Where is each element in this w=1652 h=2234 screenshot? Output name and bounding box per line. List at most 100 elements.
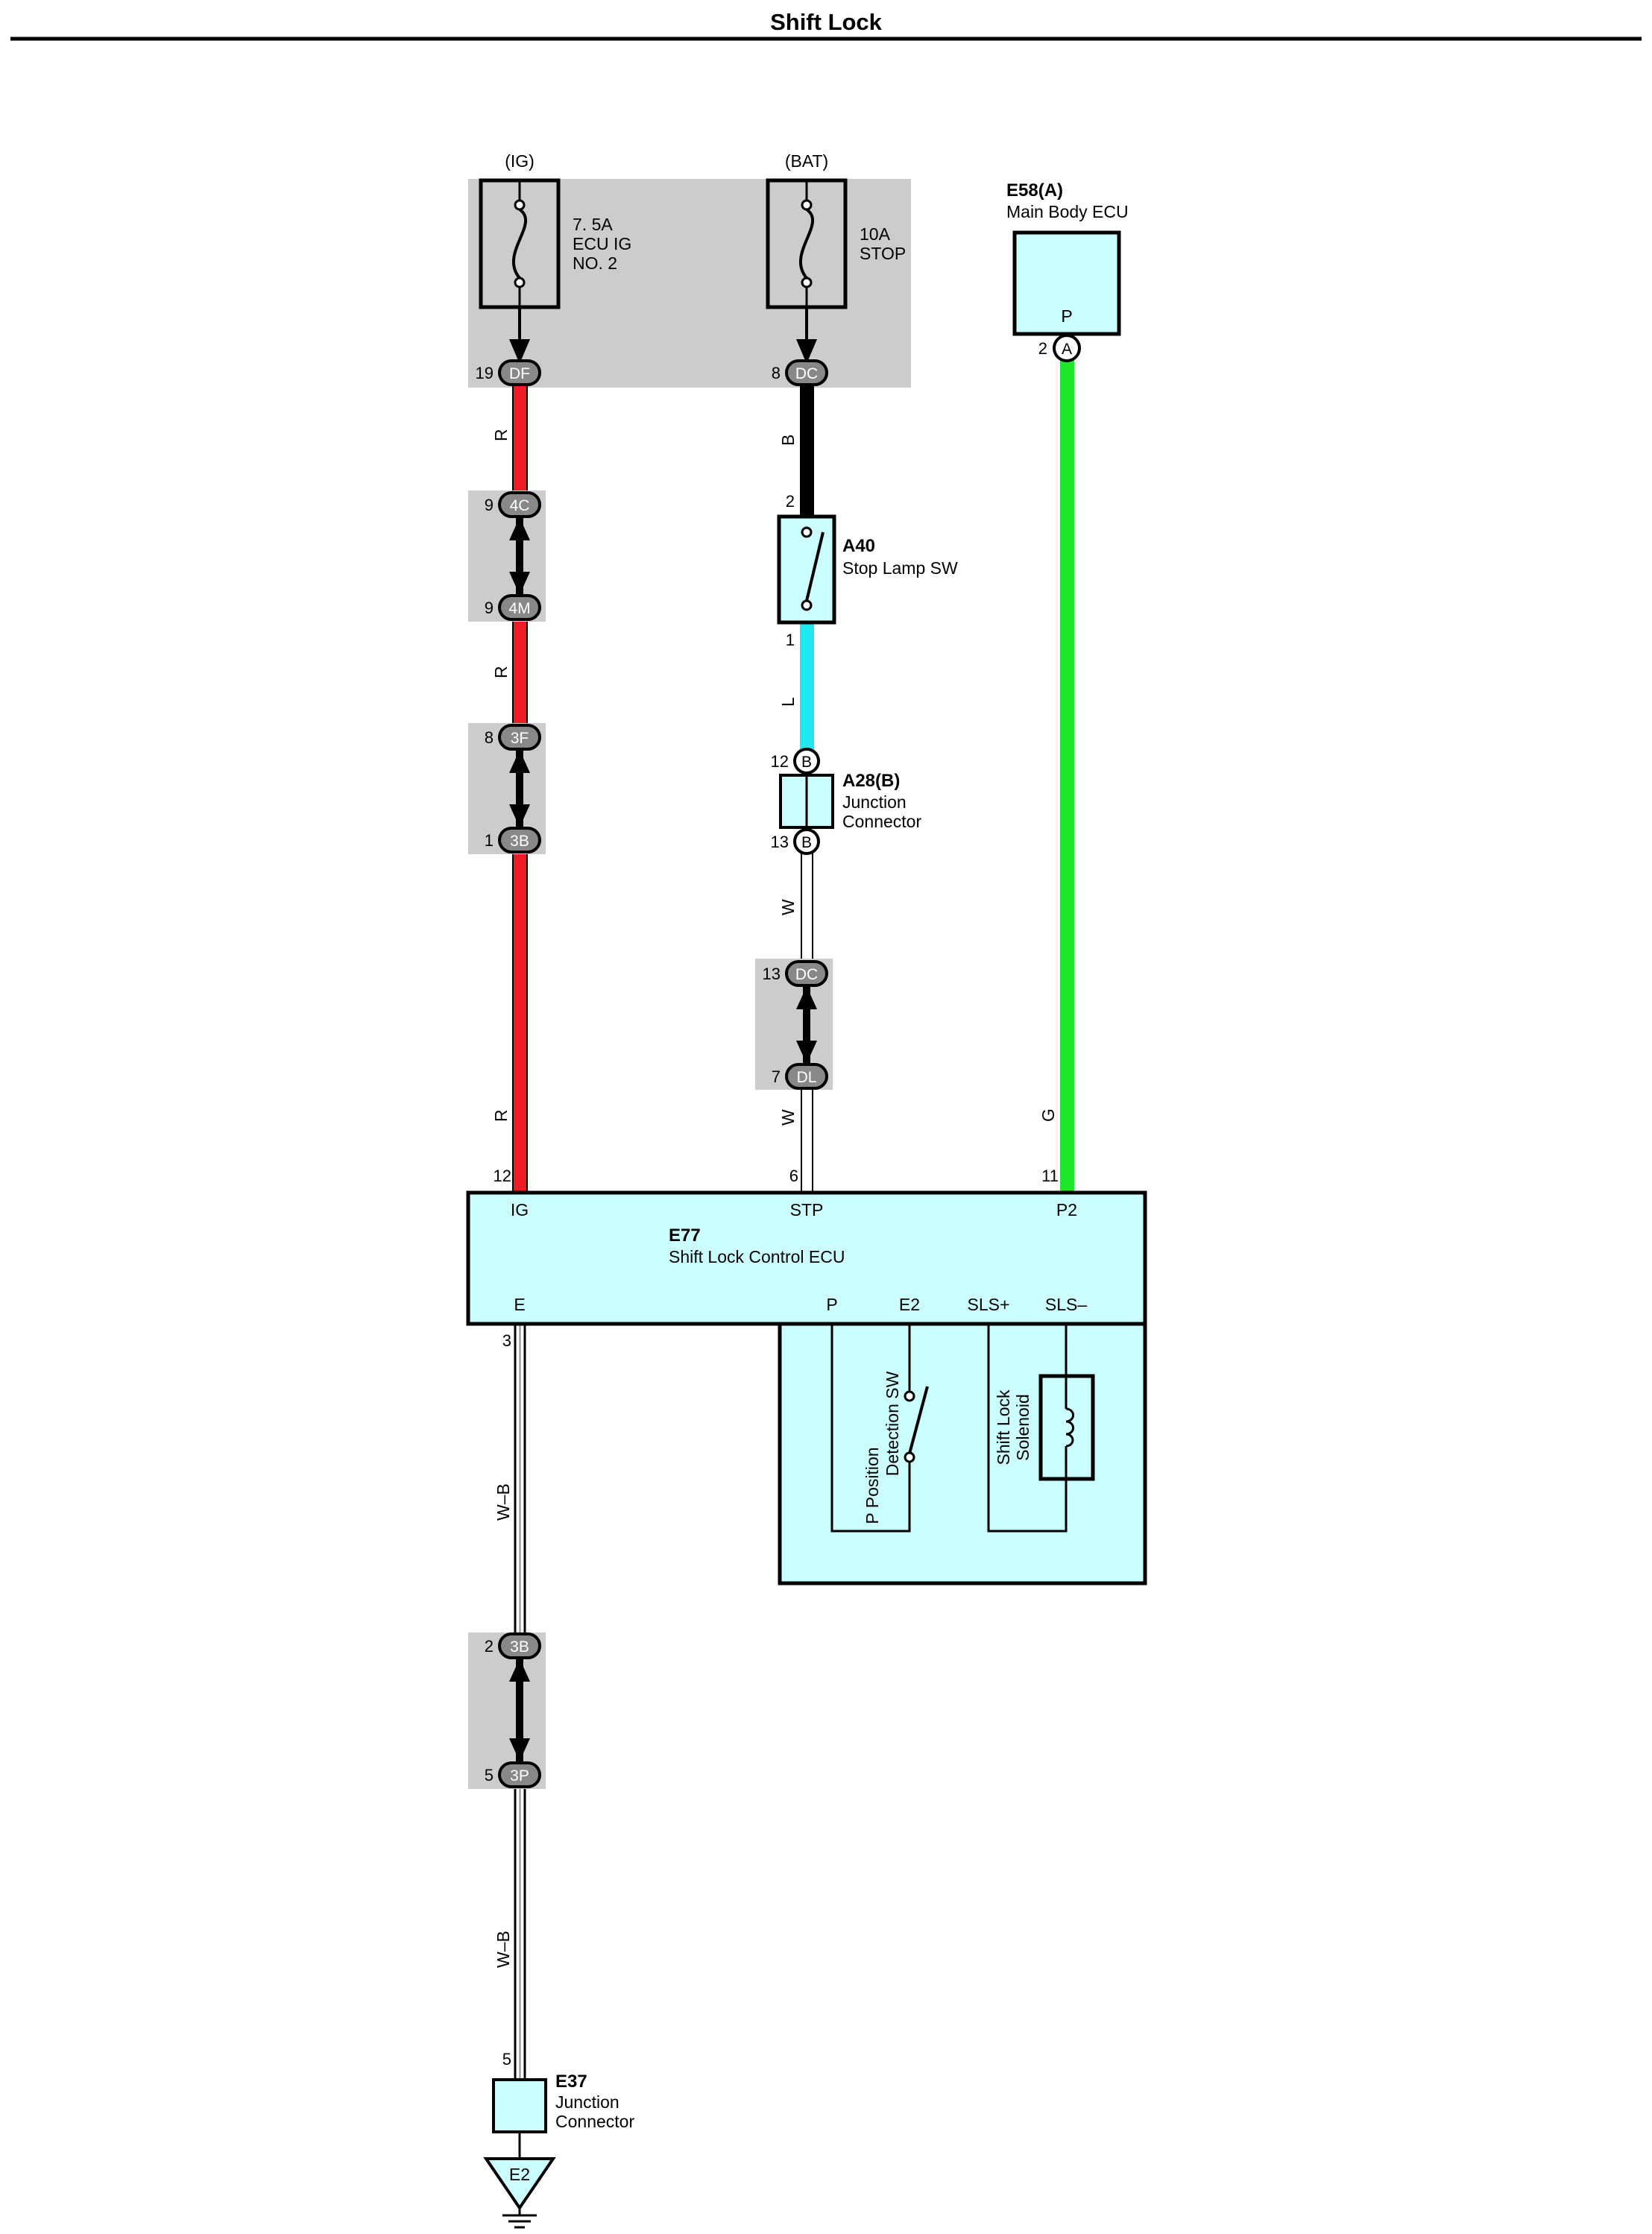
connector-4m bbox=[498, 594, 541, 621]
up-arrow-icon bbox=[509, 1659, 530, 1682]
e77-code: E77 bbox=[669, 1225, 701, 1246]
svg-text:Shift Lock: Shift Lock bbox=[994, 1389, 1013, 1465]
e37-name-2: Connector bbox=[555, 2112, 634, 2131]
wire-label-g: G bbox=[1038, 1108, 1058, 1122]
connector-3b-upper-label: 3B bbox=[510, 833, 529, 850]
a28-pin-top bbox=[793, 748, 820, 774]
fuse-ig-rating: 7. 5A bbox=[573, 215, 613, 234]
e77-pin-e: E bbox=[514, 1295, 525, 1314]
svg-text:W: W bbox=[778, 1109, 798, 1126]
wire-label-r2: R bbox=[491, 666, 511, 678]
e77-e-pin: 3 bbox=[502, 1331, 511, 1350]
wire-stop-black bbox=[800, 384, 814, 518]
a28-pin-top-label: B bbox=[801, 754, 812, 771]
fuse-ig-number: NO. 2 bbox=[573, 253, 617, 273]
df-arrow-icon bbox=[509, 339, 530, 364]
a28-pin-bottom bbox=[793, 828, 820, 855]
wire-label-r1: R bbox=[491, 429, 511, 441]
up-arrow-icon bbox=[509, 750, 530, 773]
connector-df-pin: 19 bbox=[476, 364, 494, 382]
wire-label-w2: W bbox=[778, 1109, 798, 1126]
connector-dc-mid-label: DC bbox=[795, 966, 818, 983]
svg-text:G: G bbox=[1038, 1108, 1058, 1122]
e77-pin-e2: E2 bbox=[899, 1295, 920, 1314]
svg-text:R: R bbox=[491, 429, 511, 441]
fuse-stop-name: STOP bbox=[860, 244, 906, 263]
stop-lamp-switch bbox=[777, 514, 836, 625]
e77-pin-sls-minus: SLS– bbox=[1045, 1295, 1087, 1314]
bat-source-label: (BAT) bbox=[785, 151, 828, 171]
connector-3f-label: 3F bbox=[511, 730, 529, 747]
shift-lock-control-ecu bbox=[466, 1190, 1147, 1326]
e58-code: E58(A) bbox=[1006, 180, 1063, 201]
wire-label-b: B bbox=[778, 435, 798, 446]
fuse-panel bbox=[468, 179, 911, 388]
wire-p2-green bbox=[1060, 359, 1074, 1193]
svg-text:R: R bbox=[491, 1109, 511, 1122]
connector-3p bbox=[498, 1761, 541, 1788]
e77-pin-p2: P2 bbox=[1056, 1200, 1077, 1219]
e77-pin-ig: IG bbox=[511, 1200, 529, 1219]
p-switch-label-1: P Position bbox=[863, 1447, 882, 1524]
svg-text:W–B: W–B bbox=[494, 1483, 513, 1521]
a28-junction-connector bbox=[779, 774, 834, 829]
wire-stop-cyan bbox=[800, 622, 814, 749]
up-arrow-icon bbox=[796, 986, 817, 1009]
e77-ig-pin: 12 bbox=[494, 1167, 511, 1185]
a40-pin1: 1 bbox=[786, 631, 795, 649]
e77-p2-pin: 11 bbox=[1041, 1167, 1059, 1185]
a28-code: A28(B) bbox=[842, 771, 900, 791]
e37-name-1: Junction bbox=[555, 2092, 620, 2112]
wire-label-l: L bbox=[778, 697, 798, 707]
down-arrow-icon bbox=[509, 572, 530, 595]
connector-dl bbox=[785, 1063, 828, 1090]
connector-4m-label: 4M bbox=[508, 600, 530, 617]
e37-pin: 5 bbox=[502, 2050, 511, 2069]
connector-dl-label: DL bbox=[797, 1069, 817, 1086]
wire-label-w1: W bbox=[778, 899, 798, 915]
svg-text:W–B: W–B bbox=[494, 1931, 513, 1968]
svg-text:L: L bbox=[778, 697, 798, 707]
connector-4c-label: 4C bbox=[510, 497, 530, 514]
a28-pin-bottom-number: 13 bbox=[771, 833, 789, 851]
connector-dc-top bbox=[785, 359, 828, 386]
down-arrow-icon bbox=[509, 1738, 530, 1761]
svg-text:Detection SW: Detection SW bbox=[883, 1371, 902, 1476]
connector-dc-top-pin: 8 bbox=[772, 364, 781, 382]
down-arrow-icon bbox=[509, 804, 530, 827]
a28-name-2: Connector bbox=[842, 812, 921, 831]
connector-3b-upper-pin: 1 bbox=[485, 831, 494, 850]
e37-code: E37 bbox=[555, 2072, 587, 2092]
svg-text:W: W bbox=[778, 899, 798, 915]
a40-pin2: 2 bbox=[786, 492, 795, 511]
p-position-detection-switch bbox=[830, 1324, 929, 1533]
connector-3p-pin: 5 bbox=[485, 1766, 494, 1785]
connector-4m-pin: 9 bbox=[485, 599, 494, 617]
connector-3f-pin: 8 bbox=[485, 728, 494, 747]
connector-df bbox=[498, 359, 541, 386]
connector-3b-lower-pin: 2 bbox=[485, 1637, 494, 1656]
wire-label-wb2: W–B bbox=[494, 1931, 513, 1968]
e58-connector bbox=[1053, 334, 1081, 362]
connector-dl-pin: 7 bbox=[772, 1067, 781, 1086]
svg-text:Solenoid: Solenoid bbox=[1013, 1394, 1032, 1461]
connector-3p-label: 3P bbox=[510, 1767, 529, 1785]
a40-code: A40 bbox=[842, 536, 875, 556]
e58-name: Main Body ECU bbox=[1006, 202, 1129, 221]
e77-pin-sls-plus: SLS+ bbox=[968, 1295, 1010, 1314]
page-title: Shift Lock bbox=[770, 9, 883, 35]
svg-text:R: R bbox=[491, 666, 511, 678]
e77-pin-stp: STP bbox=[790, 1200, 824, 1219]
e77-stp-pin: 6 bbox=[789, 1167, 798, 1185]
a28-pin-bottom-label: B bbox=[801, 834, 812, 851]
connector-3b-upper bbox=[498, 827, 541, 853]
svg-text:P Position: P Position bbox=[863, 1447, 882, 1524]
e77-name: Shift Lock Control ECU bbox=[669, 1247, 845, 1266]
a28-pin-top-number: 12 bbox=[771, 752, 789, 771]
fuse-stop-rating: 10A bbox=[860, 224, 891, 244]
shift-lock-solenoid bbox=[987, 1324, 1095, 1533]
e58-pin-name: P bbox=[1061, 306, 1072, 326]
solenoid-label-2: Solenoid bbox=[1013, 1394, 1032, 1461]
wire-label-r3: R bbox=[491, 1109, 511, 1122]
dc-arrow-icon bbox=[796, 339, 817, 364]
